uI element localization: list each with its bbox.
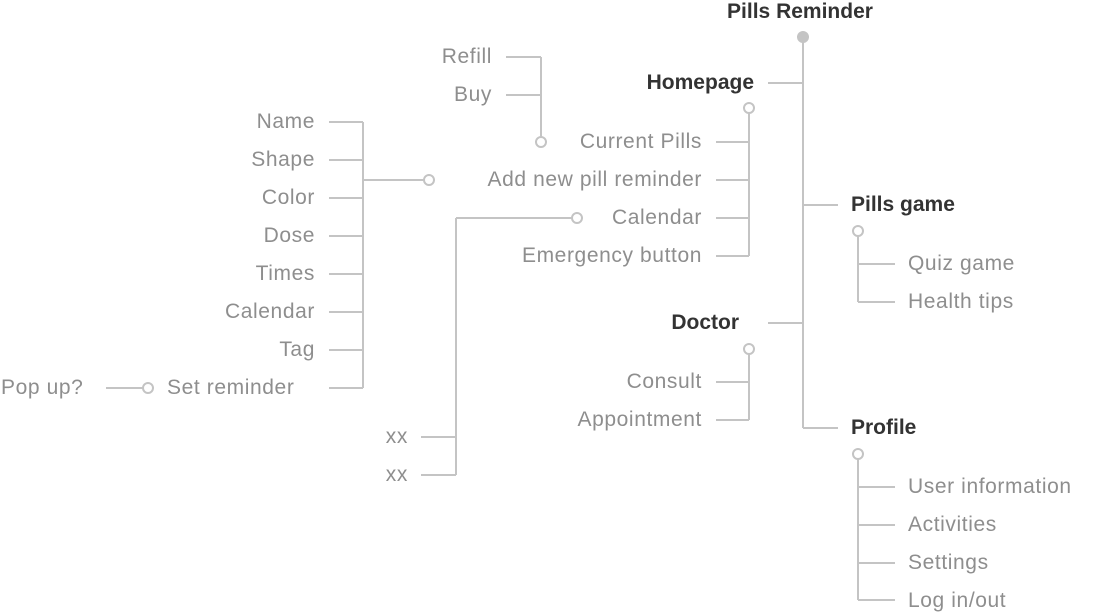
reminder-field-shape: Shape [251, 148, 315, 171]
root-title: Pills Reminder [727, 0, 873, 23]
calendar-child-2: xx [385, 463, 408, 486]
reminder-field-name: Name [256, 110, 315, 133]
reminder-field-tag: Tag [279, 338, 315, 361]
profile-item-user-information: User information [908, 475, 1072, 498]
doctor-item-consult: Consult [626, 370, 702, 393]
set-reminder-child-popup: Pop up? [1, 376, 84, 399]
section-title-homepage: Homepage [646, 71, 754, 94]
pills-game-item-quiz: Quiz game [908, 252, 1015, 275]
homepage-item-current-pills: Current Pills [579, 130, 702, 153]
section-title-pills-game: Pills game [851, 193, 955, 216]
profile-node [852, 448, 864, 460]
profile-item-activities: Activities [908, 513, 997, 536]
profile-item-log-in-out: Log in/out [908, 589, 1007, 612]
current-pills-child-refill: Refill [441, 45, 492, 68]
current-pills-child-buy: Buy [454, 83, 492, 106]
reminder-field-set-reminder: Set reminder [167, 376, 295, 399]
homepage-item-emergency-button: Emergency button [521, 244, 702, 267]
reminder-field-calendar: Calendar [224, 300, 315, 323]
reminder-field-color: Color [261, 186, 315, 209]
homepage-node [743, 102, 755, 114]
reminder-field-times: Times [255, 262, 315, 285]
homepage-item-calendar: Calendar [611, 206, 702, 229]
homepage-item-add-reminder: Add new pill reminder [487, 168, 702, 191]
reminder-field-dose: Dose [263, 224, 315, 247]
doctor-node [743, 343, 755, 355]
profile-item-settings: Settings [908, 551, 989, 574]
pills-game-item-health-tips: Health tips [908, 290, 1014, 313]
calendar-child-1: xx [385, 425, 408, 448]
pills-game-node [852, 225, 864, 237]
section-title-doctor: Doctor [671, 311, 739, 334]
section-title-profile: Profile [851, 416, 917, 439]
set-reminder-node [142, 382, 154, 394]
doctor-item-appointment: Appointment [577, 408, 702, 431]
